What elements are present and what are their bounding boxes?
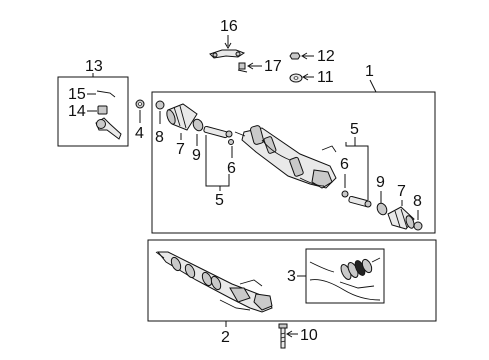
callout-12: 12 [317, 48, 335, 65]
callout-5: 5 [350, 121, 359, 138]
callout-6: 6 [340, 156, 349, 173]
callout-13: 13 [85, 58, 103, 75]
callout-9: 9 [376, 174, 385, 191]
clamp-left-part [155, 100, 165, 110]
callout-2: 2 [221, 329, 230, 346]
callout-1: 1 [365, 63, 374, 80]
callout-10: 10 [300, 327, 318, 344]
callout-4: 4 [135, 125, 144, 142]
clamp-right-part [413, 221, 423, 231]
callout-14: 14 [68, 103, 86, 120]
callout-5: 5 [215, 192, 224, 209]
steering-rack-part [234, 125, 337, 189]
leader-1 [369, 79, 377, 93]
arrow-10 [286, 330, 293, 338]
callout-7: 7 [176, 141, 185, 158]
callout-11: 11 [317, 69, 334, 86]
castle-nut-part [97, 105, 108, 115]
arrow-17 [247, 62, 254, 70]
inner-tie-rod-left-part [203, 125, 233, 139]
bolt-10-part [278, 323, 288, 349]
callout-7: 7 [397, 183, 406, 200]
callout-17: 17 [264, 58, 282, 75]
gear-assembly-frame [151, 91, 436, 234]
arrow-11 [302, 73, 309, 81]
callout-8: 8 [413, 193, 422, 210]
arrow-12 [301, 52, 308, 60]
bracket-5a [205, 135, 230, 187]
valve-detail-part [309, 257, 381, 301]
boot-left-part [166, 103, 198, 131]
callout-3: 3 [287, 268, 296, 285]
bracket-5b [345, 142, 369, 200]
nut-12-part [289, 52, 301, 60]
inner-tie-rod-right-part [348, 195, 372, 208]
bracket-part [209, 49, 246, 59]
cotter-pin-part [96, 90, 116, 98]
tie-rod-end-part [95, 117, 122, 140]
rack-housing-part [155, 251, 273, 313]
callout-9: 9 [192, 147, 201, 164]
housing-frame [147, 239, 437, 322]
washer-11-part [289, 73, 303, 83]
callout-8: 8 [155, 129, 164, 146]
washer-right-part [341, 190, 349, 198]
bolt-17-part [237, 62, 248, 73]
boot-right-part [387, 206, 415, 230]
clamp-ring-right-part [376, 202, 388, 216]
callout-16: 16 [220, 18, 238, 35]
washer-left-part [228, 139, 234, 145]
callout-6: 6 [227, 160, 236, 177]
clamp-ring-left-part [192, 118, 204, 132]
callout-15: 15 [68, 86, 86, 103]
arrow-16 [224, 42, 232, 49]
